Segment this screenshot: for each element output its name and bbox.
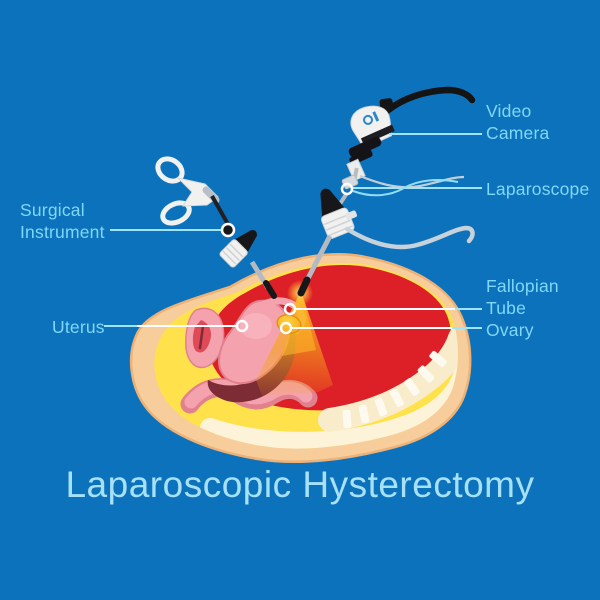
vagina-cervix — [185, 307, 225, 369]
label-laparoscope-text: Laparoscope — [486, 179, 590, 199]
anchor-dot-surgical-instrument — [220, 222, 236, 238]
label-laparoscope: Laparoscope — [486, 178, 589, 200]
label-ovary-text: Ovary — [486, 320, 534, 340]
handle-body — [176, 177, 219, 207]
anchor-dot-laparoscope — [340, 182, 354, 196]
diagram-title: Laparoscopic Hysterectomy — [65, 464, 535, 505]
label-uterus-text: Uterus — [52, 317, 105, 337]
camera-collar — [348, 136, 382, 158]
label-video-camera-line2: Camera — [486, 123, 550, 143]
label-uterus: Uterus — [52, 316, 105, 338]
surgical-instrument-graphic — [155, 156, 277, 299]
label-fallopian-tube-line1: Fallopian — [486, 276, 559, 296]
anchor-dot-fallopian-tube — [283, 302, 297, 316]
label-video-camera: Video Camera — [486, 100, 549, 144]
label-surgical-instrument: Surgical Instrument — [20, 199, 105, 243]
instrument-tip — [263, 280, 277, 299]
label-fallopian-tube-line2: Tube — [486, 298, 527, 318]
label-surgical-instrument-line1: Surgical — [20, 200, 85, 220]
connector-lines — [104, 133, 482, 329]
label-fallopian-tube: Fallopian Tube — [486, 275, 559, 319]
label-ovary: Ovary — [486, 319, 534, 341]
handle-ring-top — [155, 156, 185, 184]
connector-wave-laparoscope — [352, 179, 459, 197]
instrument-shaft-upper — [210, 195, 231, 227]
handle-ring-bottom — [160, 200, 192, 226]
anchor-dot-ovary — [279, 321, 293, 335]
instrument-trocar — [219, 230, 257, 268]
light-cable — [344, 225, 475, 250]
scope-tip-band — [297, 276, 311, 297]
body-cross-section — [129, 253, 472, 464]
vertebra-blocks — [342, 350, 447, 429]
laparoscope-graphic — [297, 86, 476, 297]
label-video-camera-line1: Video — [486, 101, 532, 121]
eyepiece-wire — [359, 174, 465, 189]
camera-cable — [383, 86, 476, 115]
anchor-dot-uterus — [235, 319, 249, 333]
label-surgical-instrument-line2: Instrument — [20, 222, 105, 242]
anchor-dots — [220, 182, 354, 335]
